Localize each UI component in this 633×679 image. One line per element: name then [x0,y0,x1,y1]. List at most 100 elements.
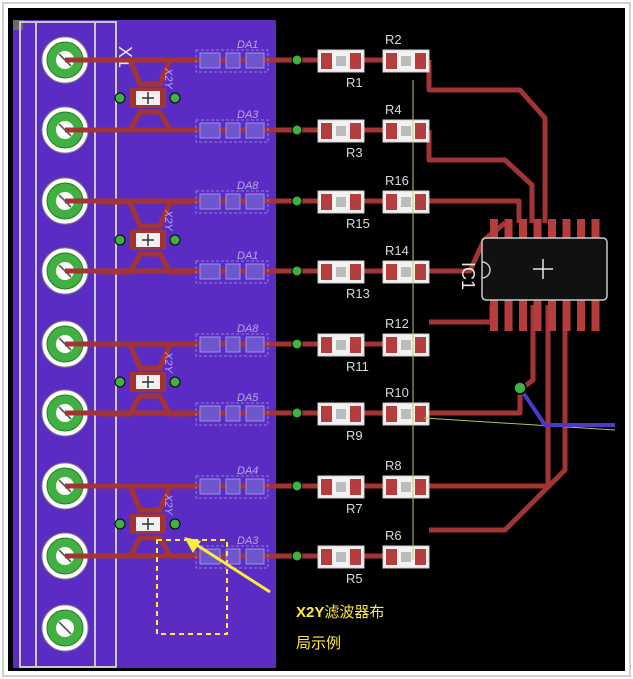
ic-pin [577,297,585,331]
resistor-pad [386,264,397,280]
resistor-center [401,409,411,419]
tvs-pad [199,193,221,210]
ic-pin [591,219,600,241]
annotation-bold: X2Y [296,604,324,621]
filter-via [169,518,181,530]
x2y-filter: X2Y [100,483,190,559]
resistor-pad [350,264,361,280]
tvs-outline [195,475,269,499]
filter-via [114,376,126,388]
resistor: R13 [317,260,370,301]
resistor: R14 [382,243,430,284]
ic-pin [504,297,513,331]
resistor-pad [386,53,397,69]
annotation-line2: 局示例 [296,635,341,652]
ic-pin [490,297,498,331]
terminal-slot [58,621,72,635]
resistor-label: R11 [346,359,369,374]
annotation-rest: 滤波器布 [324,604,384,621]
resistor-center [401,552,411,562]
tvs-outline [195,333,269,357]
resistor-center [401,197,411,207]
tvs-pad [245,478,265,495]
resistor: R7 [317,475,365,516]
resistor-label: R2 [385,32,402,47]
tvs-pad [199,52,221,69]
resistor-pad [415,264,426,280]
resistor-pad [386,194,397,210]
tvs-label: DA1 [237,39,258,51]
resistor-center [401,267,411,277]
resistor-center [336,56,346,66]
resistor-center [336,340,346,350]
tvs-pad [225,405,241,422]
filter-via [114,92,126,104]
ic-pin [519,297,527,331]
resistor-pad [415,549,426,565]
resistor-pad [321,479,332,495]
via [291,550,303,562]
filter-trace [100,483,190,513]
resistor-pad [321,264,332,280]
annotation: X2Y滤波器布 局示例 [156,537,384,652]
resistor: R12 [382,316,430,357]
filter-trace [100,57,190,87]
x2y-filter: X2Y [100,57,190,133]
ic-pin [519,219,527,241]
resistor-pad [386,337,397,353]
tvs-pad [225,478,241,495]
tvs-pad [199,122,221,139]
filter-via [169,234,181,246]
tvs-pad [225,122,241,139]
filter-via [169,92,181,104]
resistor-pad [321,337,332,353]
resistor-pad [350,123,361,139]
highlight-box [156,539,228,635]
tvs-pad [245,263,265,280]
tvs-diode: DA4 [195,465,269,499]
resistor-center [336,552,346,562]
via [291,265,303,277]
tvs-outline [195,190,269,214]
ic-pin [591,297,600,331]
x2y-filter: X2Y [100,341,190,417]
via [291,124,303,136]
resistor-pad [350,479,361,495]
resistor-label: R5 [346,571,363,586]
filter-label: X2Y [162,493,174,515]
resistor: R4 [382,102,430,143]
terminal-screw [41,604,89,652]
filter-trace [100,251,190,275]
tvs-pad [225,263,241,280]
resistor: R16 [382,173,430,214]
resistor-center [336,482,346,492]
ic1-package: IC1 [458,219,608,331]
annotation-arrow [191,540,271,594]
ic-pin [548,219,556,241]
via [291,54,303,66]
tvs-pad [245,405,265,422]
tvs-pad [199,405,221,422]
terminal-screw [41,462,89,510]
filter-trace [100,109,190,133]
tvs-pad [199,263,221,280]
resistor-pad [415,337,426,353]
tvs-label: DA8 [237,180,259,192]
tvs-pad [199,478,221,495]
resistor-label: R14 [385,243,409,258]
resistor-pad [415,194,426,210]
resistor-pad [321,406,332,422]
resistor-pad [321,123,332,139]
filter-via [114,234,126,246]
resistor-label: R9 [346,428,363,443]
ic-label: IC1 [458,262,478,290]
tvs-pad [245,336,265,353]
resistor-pad [415,406,426,422]
filter-trace [100,341,190,371]
tvs-pad [225,336,241,353]
tvs-pad [225,52,241,69]
resistor: R5 [317,545,365,586]
bottom-trace [518,386,615,427]
